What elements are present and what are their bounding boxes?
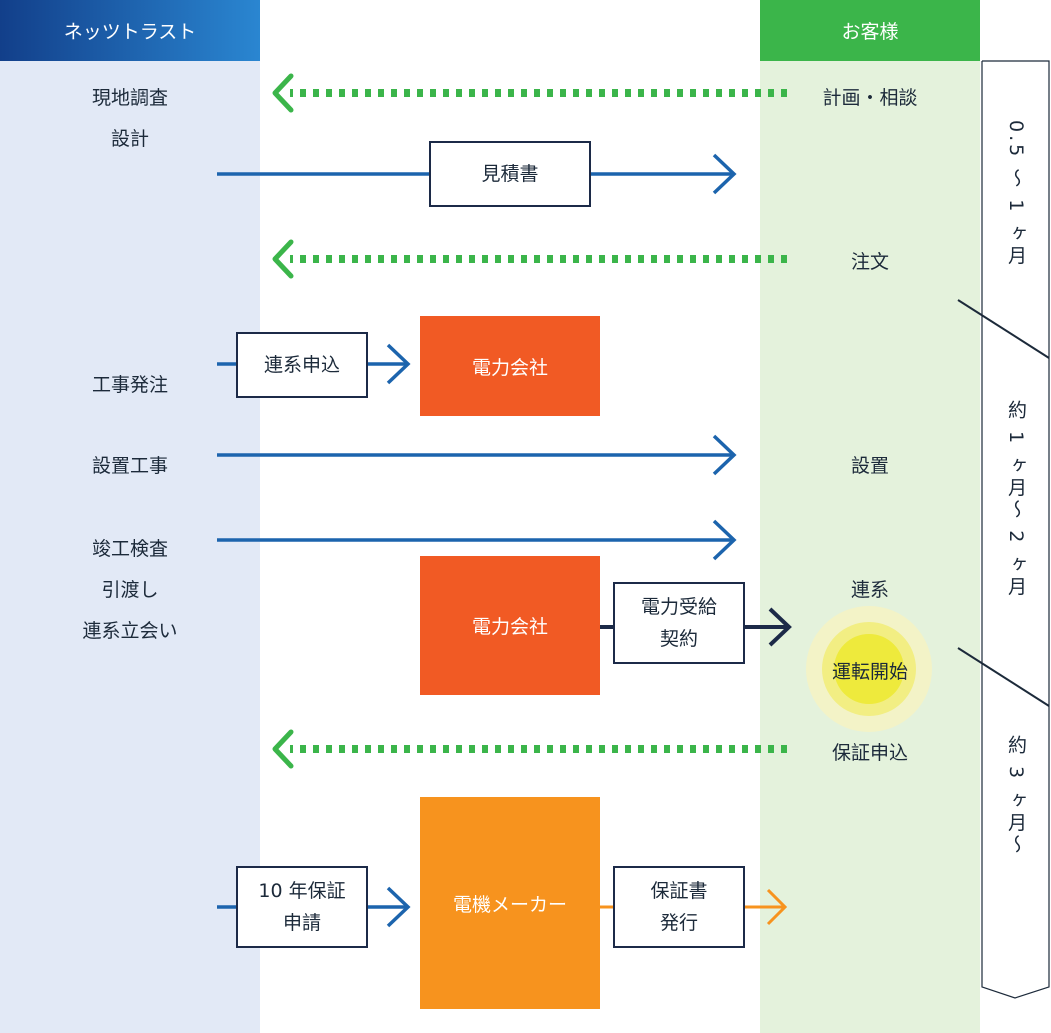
customer-header: お客様 [760, 0, 980, 61]
manufacturer-block: 電機メーカー [420, 797, 600, 1009]
warranty-request-box: 10 年保証 申請 [236, 866, 368, 948]
warranty-apply-arrow [272, 729, 787, 769]
step-handover: 引渡し [101, 579, 159, 601]
customer-lane [760, 0, 980, 1033]
step-plan-consult: 計画・相談 [822, 87, 918, 109]
grid-apply-box: 連系申込 [236, 332, 368, 398]
warranty-request-label-1: 10 年保証 [258, 880, 346, 902]
power-company-label-1: 電力会社 [471, 356, 548, 379]
manufacturer-label: 電機メーカー [452, 893, 567, 916]
step-order: 注文 [850, 251, 889, 273]
step-design: 設計 [110, 128, 149, 150]
step-inspection: 竣工検査 [91, 538, 168, 560]
period-label-1: 0.5 〜 1 ヶ月 [1005, 120, 1027, 268]
period-label-2: 約 1 ヶ月〜 2 ヶ月 [1005, 400, 1027, 599]
warranty-issue-box: 保証書 発行 [613, 866, 745, 948]
warranty-issue-label-2: 発行 [659, 912, 698, 934]
estimate-box: 見積書 [429, 141, 591, 207]
operation-start-core [834, 634, 904, 704]
company-lane [0, 0, 260, 1033]
power-contract-box: 電力受給 契約 [613, 582, 745, 664]
step-grid-witness: 連系立会い [82, 620, 178, 642]
power-contract-label-2: 契約 [659, 628, 698, 650]
period-label-3: 約 3 ヶ月〜 [1005, 735, 1027, 857]
period-divider-2 [957, 647, 1050, 707]
estimate-label: 見積書 [481, 163, 539, 185]
step-order-construction: 工事発注 [91, 374, 168, 396]
grid-apply-label: 連系申込 [263, 354, 340, 376]
step-install: 設置 [850, 455, 889, 477]
step-install-work: 設置工事 [91, 455, 168, 477]
power-company-block-1: 電力会社 [420, 316, 600, 416]
step-warranty-apply: 保証申込 [831, 742, 908, 764]
order-arrow [272, 239, 787, 279]
customer-header-label: お客様 [841, 21, 899, 43]
warranty-issue-label-1: 保証書 [650, 880, 708, 902]
power-company-block-2: 電力会社 [420, 556, 600, 695]
period-divider-1 [957, 299, 1050, 359]
consult-arrow [272, 73, 787, 113]
period-bracket [981, 60, 1050, 999]
company-header-label: ネッツトラスト [63, 21, 197, 43]
power-company-label-2: 電力会社 [471, 616, 548, 638]
step-grid-connect: 連系 [850, 579, 889, 601]
warranty-request-label-2: 申請 [282, 912, 321, 934]
step-operation-start: 運転開始 [831, 661, 908, 683]
inspection-arrow [217, 519, 737, 561]
step-survey: 現地調査 [91, 87, 168, 109]
company-header: ネッツトラスト [0, 0, 260, 61]
power-contract-label-1: 電力受給 [640, 596, 717, 618]
install-arrow [217, 434, 737, 476]
